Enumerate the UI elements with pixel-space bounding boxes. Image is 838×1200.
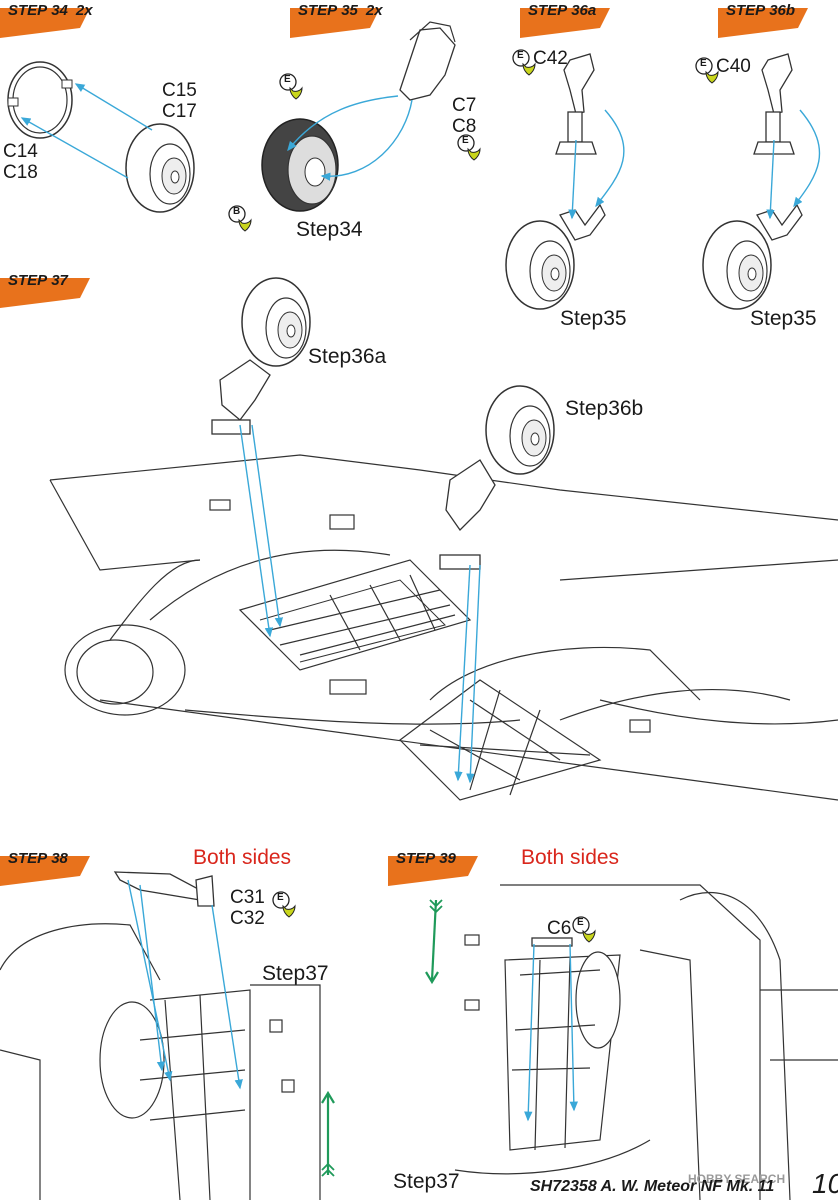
paint-code-e: E bbox=[284, 74, 291, 85]
step-36b-drawing bbox=[695, 53, 821, 310]
step-label: STEP bbox=[726, 2, 766, 19]
step-multiplier: 2x bbox=[75, 2, 93, 19]
paint-code-b: B bbox=[233, 206, 241, 217]
part-label-c40: C40 bbox=[716, 56, 751, 77]
step-34-drawing bbox=[7, 61, 195, 213]
step-37-parts bbox=[211, 277, 555, 784]
paint-code-e: E bbox=[277, 892, 284, 903]
paint-code-e: E bbox=[577, 917, 584, 928]
step-label: STEP bbox=[8, 272, 48, 289]
step-ref-37b: Step36b bbox=[565, 397, 644, 420]
step-ref-38: Step37 bbox=[262, 962, 329, 985]
step-38-parts bbox=[113, 871, 335, 1177]
catalog-label: SH72358 A. W. Meteor NF Mk. 11 bbox=[530, 1178, 775, 1195]
step-ref-37a: Step36a bbox=[308, 345, 387, 368]
step-number: 36 bbox=[571, 2, 588, 19]
step-number: 34 bbox=[51, 2, 68, 19]
step-label: STEP bbox=[396, 850, 436, 867]
step-ref-36b: Step35 bbox=[750, 307, 817, 330]
step-37-drawing bbox=[49, 454, 838, 801]
step-ref-39: Step37 bbox=[393, 1170, 460, 1193]
step-number: 38 bbox=[51, 850, 68, 867]
step-label: STEP bbox=[8, 2, 48, 19]
step-label: STEP bbox=[528, 2, 568, 19]
watermark: HOBBY SEARCH bbox=[688, 1172, 786, 1186]
step-number: 36 bbox=[769, 2, 786, 19]
part-label-c14-c18: C14 C18 bbox=[3, 141, 38, 183]
step-39-parts bbox=[425, 899, 596, 1122]
part-label-c6: C6 bbox=[547, 918, 572, 939]
step-variant: a bbox=[587, 2, 597, 19]
paint-code-e: E bbox=[700, 58, 707, 69]
step-number: 35 bbox=[341, 2, 358, 19]
step-38-drawing bbox=[0, 923, 321, 1200]
paint-code-e: E bbox=[517, 50, 524, 61]
step-number: 39 bbox=[439, 850, 456, 867]
part-label-c31-c32: C31 C32 bbox=[230, 887, 265, 929]
step-ref-36a: Step35 bbox=[560, 307, 627, 330]
step-39-drawing bbox=[454, 884, 838, 1200]
step-variant: b bbox=[785, 2, 796, 19]
step-35-drawing bbox=[228, 21, 481, 232]
step-multiplier: 2x bbox=[365, 2, 383, 19]
both-sides-note-38: Both sides bbox=[193, 846, 292, 869]
part-label-c7-c8: C7 C8 bbox=[452, 95, 477, 137]
paint-code-e: E bbox=[462, 135, 469, 146]
step-number: 37 bbox=[51, 272, 68, 289]
part-label-c42: C42 bbox=[533, 48, 568, 69]
step-label: STEP bbox=[298, 2, 338, 19]
step-ref-35: Step34 bbox=[296, 218, 363, 241]
step-36a-drawing bbox=[505, 49, 625, 310]
page-number: 10 bbox=[812, 1168, 838, 1199]
step-label: STEP bbox=[8, 850, 48, 867]
part-label-c15-c17: C15 C17 bbox=[162, 80, 197, 122]
both-sides-note-39: Both sides bbox=[521, 846, 620, 869]
